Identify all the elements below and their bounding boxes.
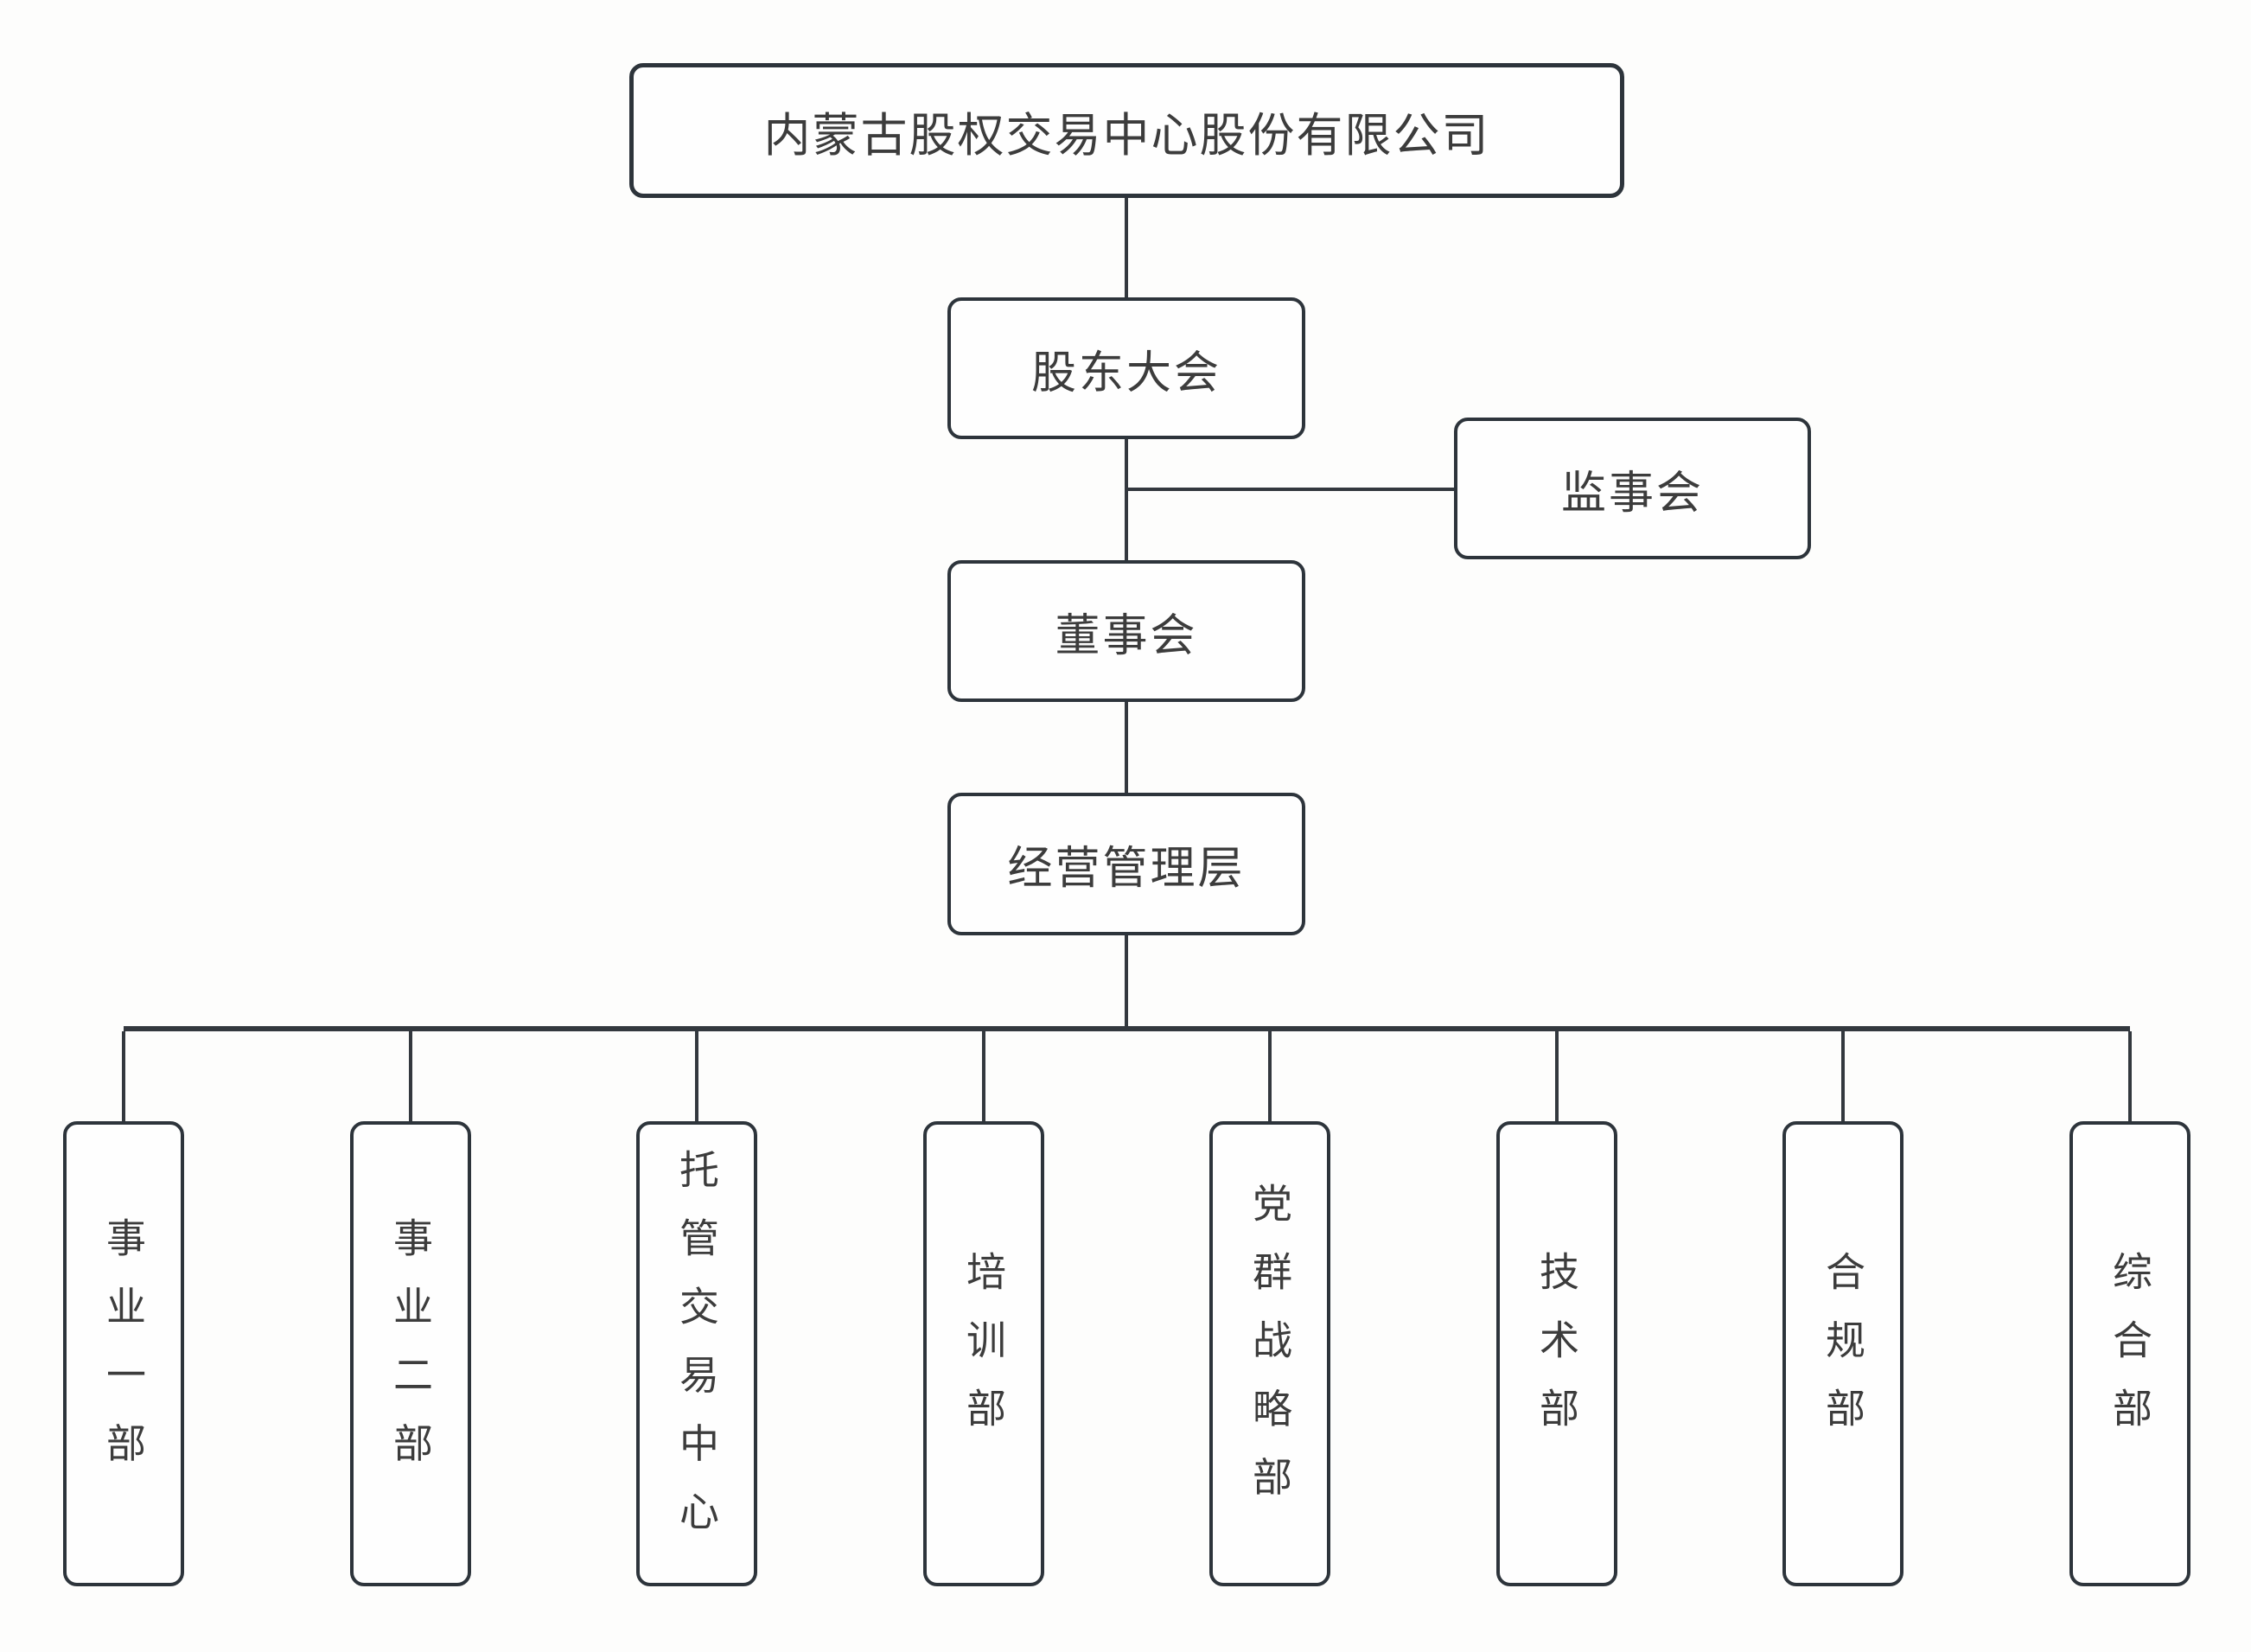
department-box-2: 事业二部: [350, 1121, 471, 1586]
department-box-1: 事业一部: [63, 1121, 184, 1586]
department-label-7: 合规部: [1821, 1251, 1865, 1457]
company-root-box: 内蒙古股权交易中心股份有限公司: [629, 63, 1624, 198]
department-label-8: 综合部: [2108, 1251, 2152, 1457]
department-box-7: 合规部: [1782, 1121, 1903, 1586]
connector-root-to-shareholders: [1125, 198, 1128, 297]
department-label-5: 党群战略部: [1247, 1183, 1292, 1525]
department-label-1: 事业一部: [101, 1216, 146, 1491]
management-label: 经营管理层: [1007, 844, 1246, 894]
board-of-directors-box: 董事会: [947, 560, 1305, 702]
connector-drop-7: [1841, 1031, 1845, 1121]
supervisory-board-label: 监事会: [1560, 468, 1704, 519]
connector-drop-6: [1555, 1031, 1559, 1121]
connector-drop-8: [2128, 1031, 2132, 1121]
department-box-6: 技术部: [1496, 1121, 1617, 1586]
supervisory-board-box: 监事会: [1454, 418, 1811, 559]
company-root-label: 内蒙古股权交易中心股份有限公司: [763, 109, 1490, 162]
connector-drop-5: [1268, 1031, 1272, 1121]
board-of-directors-label: 董事会: [1055, 610, 1198, 661]
connector-drop-3: [695, 1031, 698, 1121]
shareholders-meeting-label: 股东大会: [1030, 348, 1221, 399]
department-box-3: 托管交易中心: [636, 1121, 757, 1586]
department-label-6: 技术部: [1534, 1251, 1579, 1457]
connector-shareholders-to-board: [1125, 439, 1128, 560]
connector-department-bus: [124, 1026, 2130, 1031]
department-box-5: 党群战略部: [1209, 1121, 1330, 1586]
department-box-4: 培训部: [923, 1121, 1044, 1586]
department-label-4: 培训部: [961, 1251, 1006, 1457]
connector-branch-to-supervisors: [1126, 488, 1454, 491]
department-label-2: 事业二部: [388, 1216, 433, 1491]
connector-drop-4: [982, 1031, 985, 1121]
connector-management-to-bus: [1125, 935, 1128, 1029]
connector-board-to-management: [1125, 702, 1128, 793]
department-box-8: 综合部: [2069, 1121, 2190, 1586]
department-label-3: 托管交易中心: [674, 1148, 719, 1560]
connector-drop-2: [409, 1031, 412, 1121]
connector-drop-1: [122, 1031, 125, 1121]
shareholders-meeting-box: 股东大会: [947, 297, 1305, 439]
management-box: 经营管理层: [947, 793, 1305, 935]
